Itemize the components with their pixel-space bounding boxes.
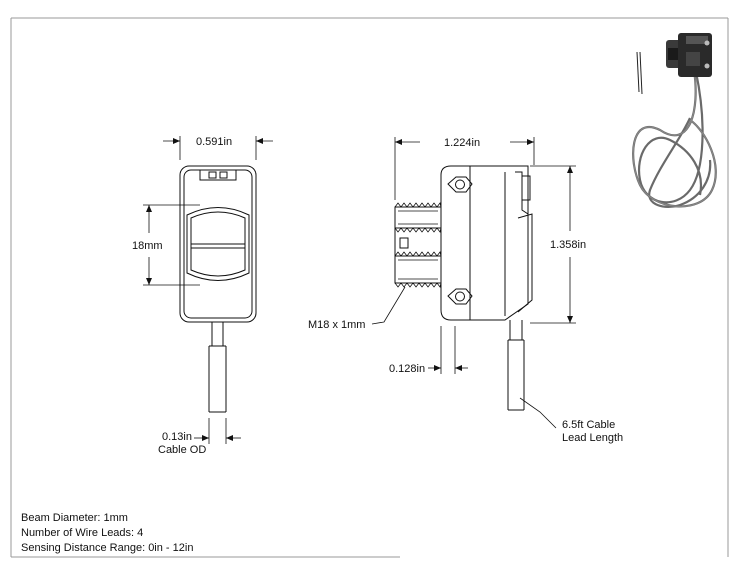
spec-beam-diameter: Beam Diameter: 1mm	[21, 512, 128, 524]
side-dimension-lines	[371, 137, 576, 429]
thread-teeth	[394, 202, 442, 288]
drawing-frame	[10, 17, 729, 558]
front-dimension-lines	[143, 136, 273, 444]
dim-height-label: 18mm	[132, 240, 163, 252]
dim-side-height-label: 1.358in	[550, 239, 586, 251]
dim-thread-offset-label: 0.128in	[389, 363, 425, 375]
dim-thread-label: M18 x 1mm	[308, 319, 365, 331]
dim-cable-od-value: 0.13in	[162, 431, 192, 443]
dim-length-label: 1.224in	[444, 137, 480, 149]
dim-width-label: 0.591in	[196, 136, 232, 148]
dim-cable-od-label: Cable OD	[158, 444, 206, 456]
front-view	[179, 165, 257, 413]
spec-sensing-range: Sensing Distance Range: 0in - 12in	[21, 542, 194, 554]
side-view	[394, 165, 533, 411]
product-thumbnail	[632, 33, 717, 208]
cable-length-line2: Lead Length	[562, 432, 623, 444]
cable-length-line1: 6.5ft Cable	[562, 419, 615, 431]
spec-wire-leads: Number of Wire Leads: 4	[21, 527, 144, 539]
